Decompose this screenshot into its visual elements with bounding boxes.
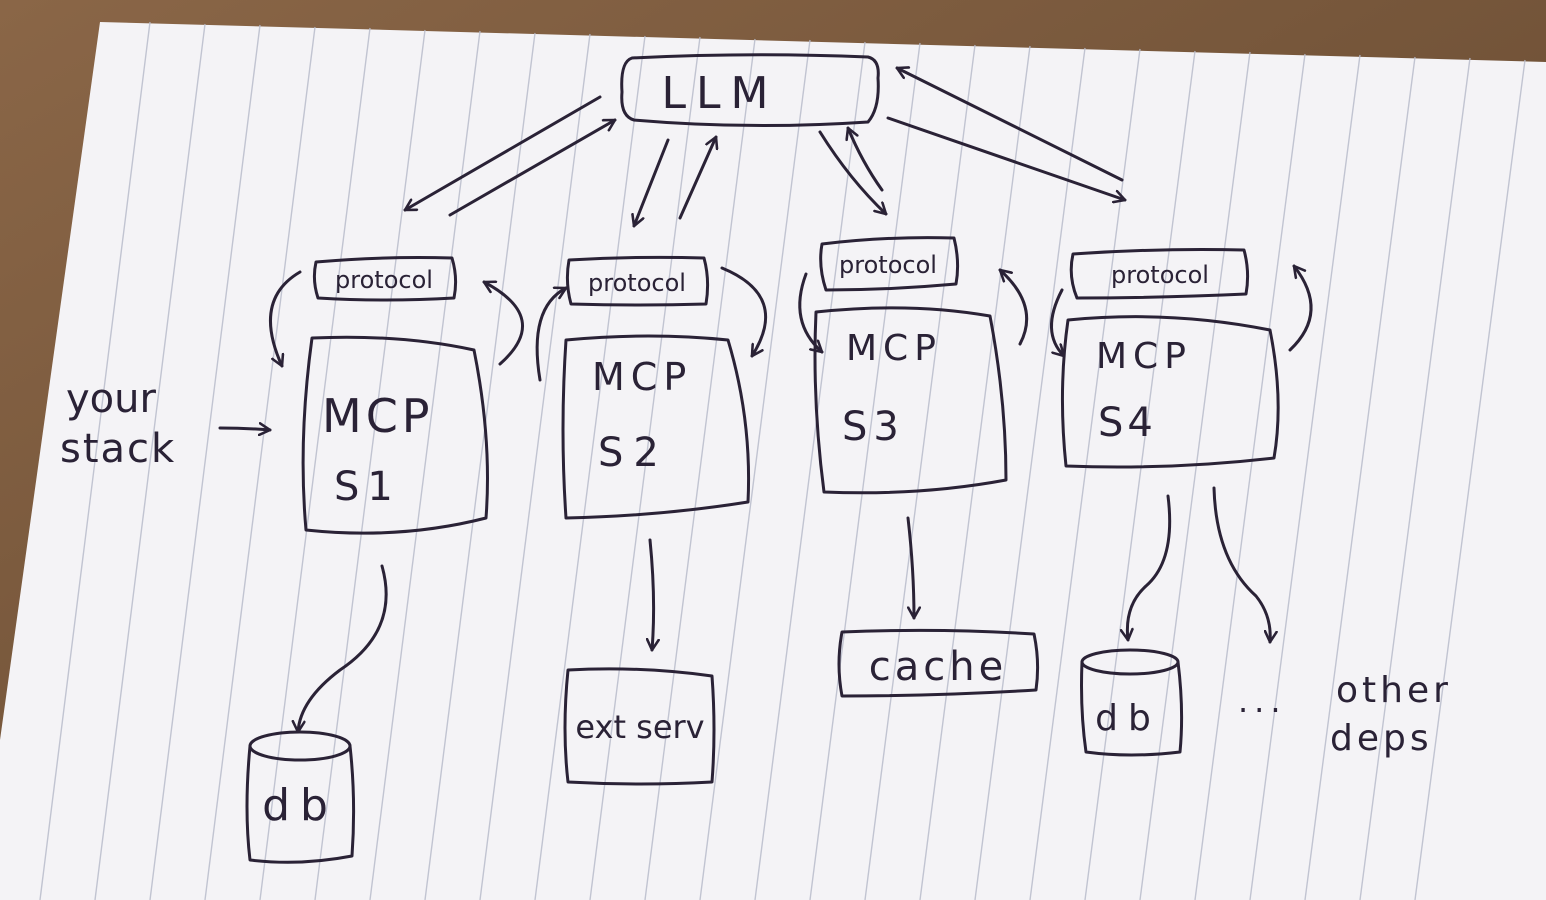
server-box-2	[561, 334, 751, 520]
arrow-llm-to-s3	[818, 130, 888, 216]
your-stack-arrow	[218, 428, 272, 430]
arrow-s2-to-llm	[678, 135, 716, 220]
arrow-s4-to-llm	[895, 68, 1124, 182]
server-1-line1: MCP	[322, 389, 434, 443]
server-box-4	[1060, 315, 1280, 469]
arrow-llm-to-s2	[634, 138, 670, 228]
loop-arrow-s2-left	[535, 288, 568, 382]
arrow-s3-to-cache	[906, 516, 914, 620]
db-label-1: db	[262, 780, 338, 831]
arrow-llm-to-s1	[403, 95, 602, 212]
other-deps-line2: deps	[1330, 718, 1433, 759]
protocol-label-2: protocol	[588, 269, 686, 297]
protocol-label-4: protocol	[1111, 261, 1209, 289]
protocol-box-2	[565, 255, 710, 307]
loop-arrow-s1-left	[268, 270, 302, 368]
loop-arrow-s4-right	[1288, 264, 1313, 352]
paper-sheet	[0, 22, 1546, 900]
ext-serv-box	[563, 667, 716, 786]
server-4-line1: MCP	[1096, 336, 1192, 377]
db-cylinder-1	[245, 730, 356, 864]
db-label-2: db	[1095, 698, 1161, 739]
loop-arrow-s1-right	[482, 282, 524, 366]
llm-label: LLM	[662, 68, 779, 119]
protocol-label-3: protocol	[839, 251, 937, 279]
db-cylinder-2	[1080, 648, 1184, 757]
your-stack-line1: your	[66, 376, 156, 422]
server-1-line2: S1	[334, 464, 401, 510]
server-box-1	[301, 335, 489, 535]
arrow-s3-to-llm	[848, 126, 884, 192]
llm-box	[620, 53, 880, 128]
arrow-llm-to-s4	[886, 116, 1127, 200]
arrow-s4-to-other-deps	[1212, 486, 1270, 644]
server-box-3	[813, 306, 1008, 495]
ruled-lines	[39, 21, 1526, 900]
server-2-line2: S2	[598, 430, 669, 476]
loop-arrow-s3-right	[998, 268, 1029, 346]
arrow-s4-to-db	[1127, 494, 1172, 642]
arrow-s1-to-llm	[448, 118, 617, 217]
protocol-box-3	[819, 236, 960, 292]
your-stack-line2: stack	[60, 426, 176, 472]
loop-arrow-s2-right	[720, 266, 768, 358]
arrow-s2-to-ext-serv	[650, 538, 654, 652]
server-4-line2: S4	[1098, 400, 1157, 446]
server-3-line1: MCP	[846, 328, 942, 369]
server-2-line1: MCP	[592, 355, 692, 399]
ext-serv-label: ext serv	[575, 708, 704, 746]
protocol-box-4	[1069, 248, 1250, 300]
other-deps-prefix: ...	[1238, 682, 1287, 720]
protocol-label-1: protocol	[335, 266, 433, 294]
protocol-box-1	[312, 256, 458, 302]
other-deps-line1: other	[1336, 670, 1452, 711]
cache-label: cache	[869, 644, 1007, 690]
server-3-line2: S3	[842, 404, 905, 450]
cache-box	[837, 628, 1040, 698]
arrow-s1-to-db	[298, 564, 388, 734]
loop-arrow-s4-left	[1050, 288, 1066, 358]
